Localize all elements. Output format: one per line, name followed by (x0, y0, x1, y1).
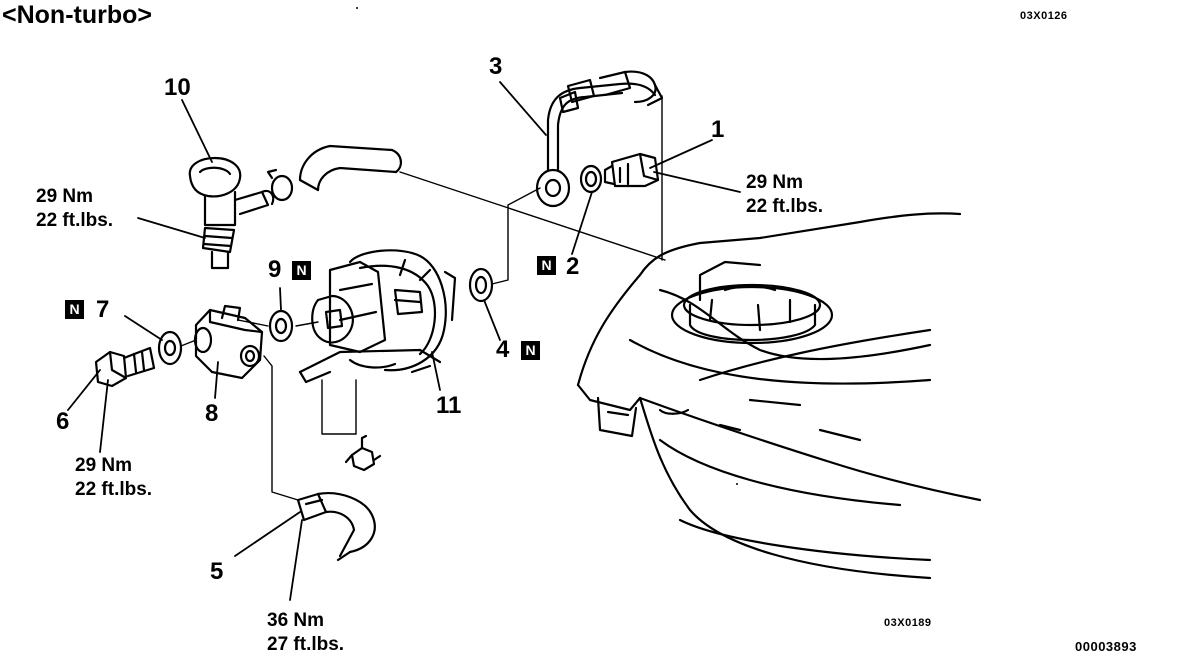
part-11-number: 11 (436, 392, 462, 419)
part-5-torque-ftlbs: 27 ft.lbs. (267, 634, 345, 655)
part-2-gasket (579, 164, 603, 194)
part-11-fuel-pump (298, 249, 457, 384)
part-9-number: 9 (268, 256, 282, 283)
figure-code-bottom: 03X0189 (884, 617, 932, 629)
part-10-number: 10 (164, 74, 191, 101)
part-4-gasket (468, 267, 494, 303)
figure-code-top: 03X0126 (1020, 10, 1068, 22)
part-7-new-part-badge: N (65, 300, 84, 319)
part-2-number: 2 (566, 253, 580, 280)
part-4-number: 4 (496, 336, 510, 363)
part-8-union (193, 304, 264, 380)
part-4-new-part-badge: N (521, 341, 540, 360)
part-9-new-part-badge: N (292, 261, 311, 280)
pump-mount-bolt (344, 434, 382, 472)
part-2-new-part-badge: N (537, 256, 556, 275)
fuel-tank (576, 212, 982, 580)
part-6-torque-ftlbs: 22 ft.lbs. (75, 479, 153, 500)
part-1-torque-ftlbs: 22 ft.lbs. (746, 196, 824, 217)
part-9-gasket (268, 309, 294, 343)
part-1-torque-nm: 29 Nm (746, 172, 804, 193)
diagram-title: <Non-turbo> (2, 1, 152, 29)
part-7-number: 7 (96, 296, 110, 323)
part-10-torque-nm: 29 Nm (36, 186, 94, 207)
part-7-gasket (157, 330, 183, 366)
part-5-torque-nm: 36 Nm (267, 610, 325, 631)
fuel-hose-upper (298, 144, 402, 192)
part-10-fitting (188, 156, 275, 270)
hose-clip (266, 168, 294, 202)
part-8-number: 8 (205, 400, 219, 427)
part-6-torque-nm: 29 Nm (75, 455, 133, 476)
part-5-number: 5 (210, 558, 224, 585)
assembly-lines (180, 95, 666, 501)
part-5-fuel-hose (296, 492, 376, 562)
tank-fuel-pump-module (670, 260, 834, 345)
part-1-number: 1 (711, 116, 725, 143)
figure-code-corner: 00003893 (1075, 639, 1137, 654)
part-3-number: 3 (489, 53, 503, 80)
leader-lines (67, 81, 741, 601)
part-6-bolt (94, 346, 156, 388)
part-10-torque-ftlbs: 22 ft.lbs. (36, 210, 114, 231)
part-6-number: 6 (56, 408, 70, 435)
part-1-bolt (603, 152, 660, 188)
print-specks (356, 7, 738, 485)
